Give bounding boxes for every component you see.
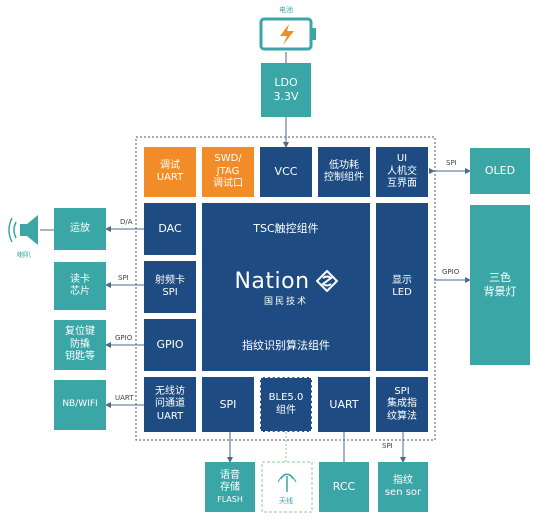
- spi-oled-label: SPI: [446, 159, 457, 167]
- rcc-label: RCC: [332, 480, 356, 494]
- swd-jtag-block: SWD/ JTAG 调试口: [202, 147, 254, 197]
- voice-flash-block: 语音 存储 FLASH: [205, 462, 255, 512]
- uart-label: UART: [329, 397, 359, 411]
- keys-line3: 钥匙等: [65, 351, 95, 363]
- speaker-label: 喇叭: [17, 251, 31, 259]
- voice-flash-line2: 存储: [220, 482, 240, 493]
- keys-line2: 防撬: [70, 338, 90, 350]
- debug-uart-line1: 调试: [160, 159, 180, 171]
- card-reader-line2: 芯片: [70, 286, 90, 297]
- swd-line1: SWD/: [214, 153, 242, 165]
- low-power-line1: 低功耗: [329, 159, 359, 171]
- ui-line1: UI: [396, 153, 408, 165]
- spi-block: SPI: [202, 377, 254, 432]
- amp-label: 运放: [70, 222, 90, 234]
- brand-block: Nation 国民技术: [202, 255, 370, 321]
- ble-line1: BLE5.0: [268, 392, 304, 403]
- vcc-block: VCC: [260, 147, 312, 197]
- backlight-line1: 三色: [489, 271, 511, 285]
- battery-label: 电池: [279, 6, 293, 14]
- gpio-block: GPIO: [144, 319, 196, 371]
- vcc-label: VCC: [274, 165, 298, 179]
- keys-block: 复位键 防撬 钥匙等: [54, 320, 106, 370]
- fp-sensor-block: 指纹 sen sor: [378, 462, 428, 512]
- spi-fp-line1: SPI: [394, 385, 410, 397]
- ldo-line2: 3.3V: [273, 90, 299, 103]
- rf-card-line2: SPI: [162, 287, 178, 298]
- battery-icon: [259, 17, 316, 51]
- fingerprint-algo-block: 指纹识别算法组件: [202, 321, 370, 371]
- gpio-conn-label: GPIO: [115, 334, 133, 342]
- ble-line2: 组件: [276, 404, 296, 416]
- brand-name: Nation: [234, 268, 310, 294]
- card-reader-line1: 读卡: [70, 273, 90, 285]
- fp-sensor-line2: sen sor: [384, 487, 422, 498]
- voice-flash-line1: 语音: [220, 469, 240, 481]
- dac-block: DAC: [144, 203, 196, 255]
- spi-fp-block: SPI 集成指 纹算法: [376, 377, 428, 432]
- ui-line2: 人机交: [387, 165, 417, 177]
- gpio-led-label: GPIO: [442, 268, 460, 276]
- tsc-block: TSC触控组件: [202, 203, 370, 255]
- spi-fp-line2: 集成指: [387, 398, 417, 410]
- nbwifi-block: NB/WIFI: [54, 380, 106, 430]
- ui-block: UI 人机交 互界面: [376, 147, 428, 197]
- backlight-line2: 背景灯: [483, 285, 517, 298]
- debug-uart-block: 调试 UART: [144, 147, 196, 197]
- voice-flash-line3: FLASH: [217, 494, 243, 504]
- card-reader-block: 读卡 芯片: [54, 262, 106, 310]
- wireless-line3: UART: [156, 410, 184, 422]
- rf-card-block: 射频卡 SPI: [144, 261, 196, 313]
- uart-block: UART: [318, 377, 370, 432]
- antenna-label: 天线: [279, 497, 293, 505]
- swd-line2: JTAG: [216, 165, 240, 177]
- display-led-line1: 显示: [392, 274, 412, 286]
- nation-logo-icon: [315, 270, 338, 293]
- wireless-line1: 无线访: [155, 385, 185, 397]
- nbwifi-label: NB/WIFI: [62, 399, 98, 410]
- ui-line3: 互界面: [387, 178, 417, 190]
- brand-subtitle: 国民技术: [263, 297, 308, 308]
- keys-line1: 复位键: [65, 326, 95, 338]
- ble-block: BLE5.0 组件: [260, 377, 312, 432]
- tsc-label: TSC触控组件: [253, 222, 319, 236]
- swd-line3: 调试口: [213, 178, 243, 190]
- antenna-icon: [277, 473, 297, 492]
- wireless-line2: 问通道: [155, 398, 185, 410]
- amp-block: 运放: [54, 208, 106, 250]
- backlight-block: 三色 背景灯: [470, 205, 530, 365]
- spi-card-label: SPI: [118, 274, 129, 282]
- wireless-block: 无线访 问通道 UART: [144, 377, 196, 432]
- oled-label: OLED: [484, 164, 516, 178]
- uart-conn-label: UART: [115, 394, 134, 402]
- fingerprint-algo-label: 指纹识别算法组件: [242, 339, 330, 353]
- ldo-block: LDO 3.3V: [261, 63, 311, 117]
- spi-sensor-label: SPI: [382, 442, 393, 450]
- spi-label: SPI: [219, 397, 237, 411]
- oled-block: OLED: [470, 148, 530, 194]
- gpio-label: GPIO: [156, 338, 184, 352]
- fp-sensor-line1: 指纹: [393, 474, 413, 486]
- rcc-block: RCC: [319, 462, 369, 512]
- low-power-line2: 控制组件: [324, 172, 364, 183]
- spi-fp-line3: 纹算法: [387, 410, 417, 422]
- dac-label: DAC: [158, 222, 182, 236]
- low-power-block: 低功耗 控制组件: [318, 147, 370, 197]
- display-led-block: 显示 LED: [376, 203, 428, 371]
- ldo-line1: LDO: [274, 76, 298, 90]
- debug-uart-line2: UART: [156, 172, 184, 183]
- brand-row: Nation: [234, 268, 338, 296]
- rf-card-line1: 射频卡: [155, 274, 185, 286]
- da-label: D/A: [120, 218, 133, 226]
- display-led-line2: LED: [392, 287, 412, 298]
- speaker-icon: [8, 215, 38, 245]
